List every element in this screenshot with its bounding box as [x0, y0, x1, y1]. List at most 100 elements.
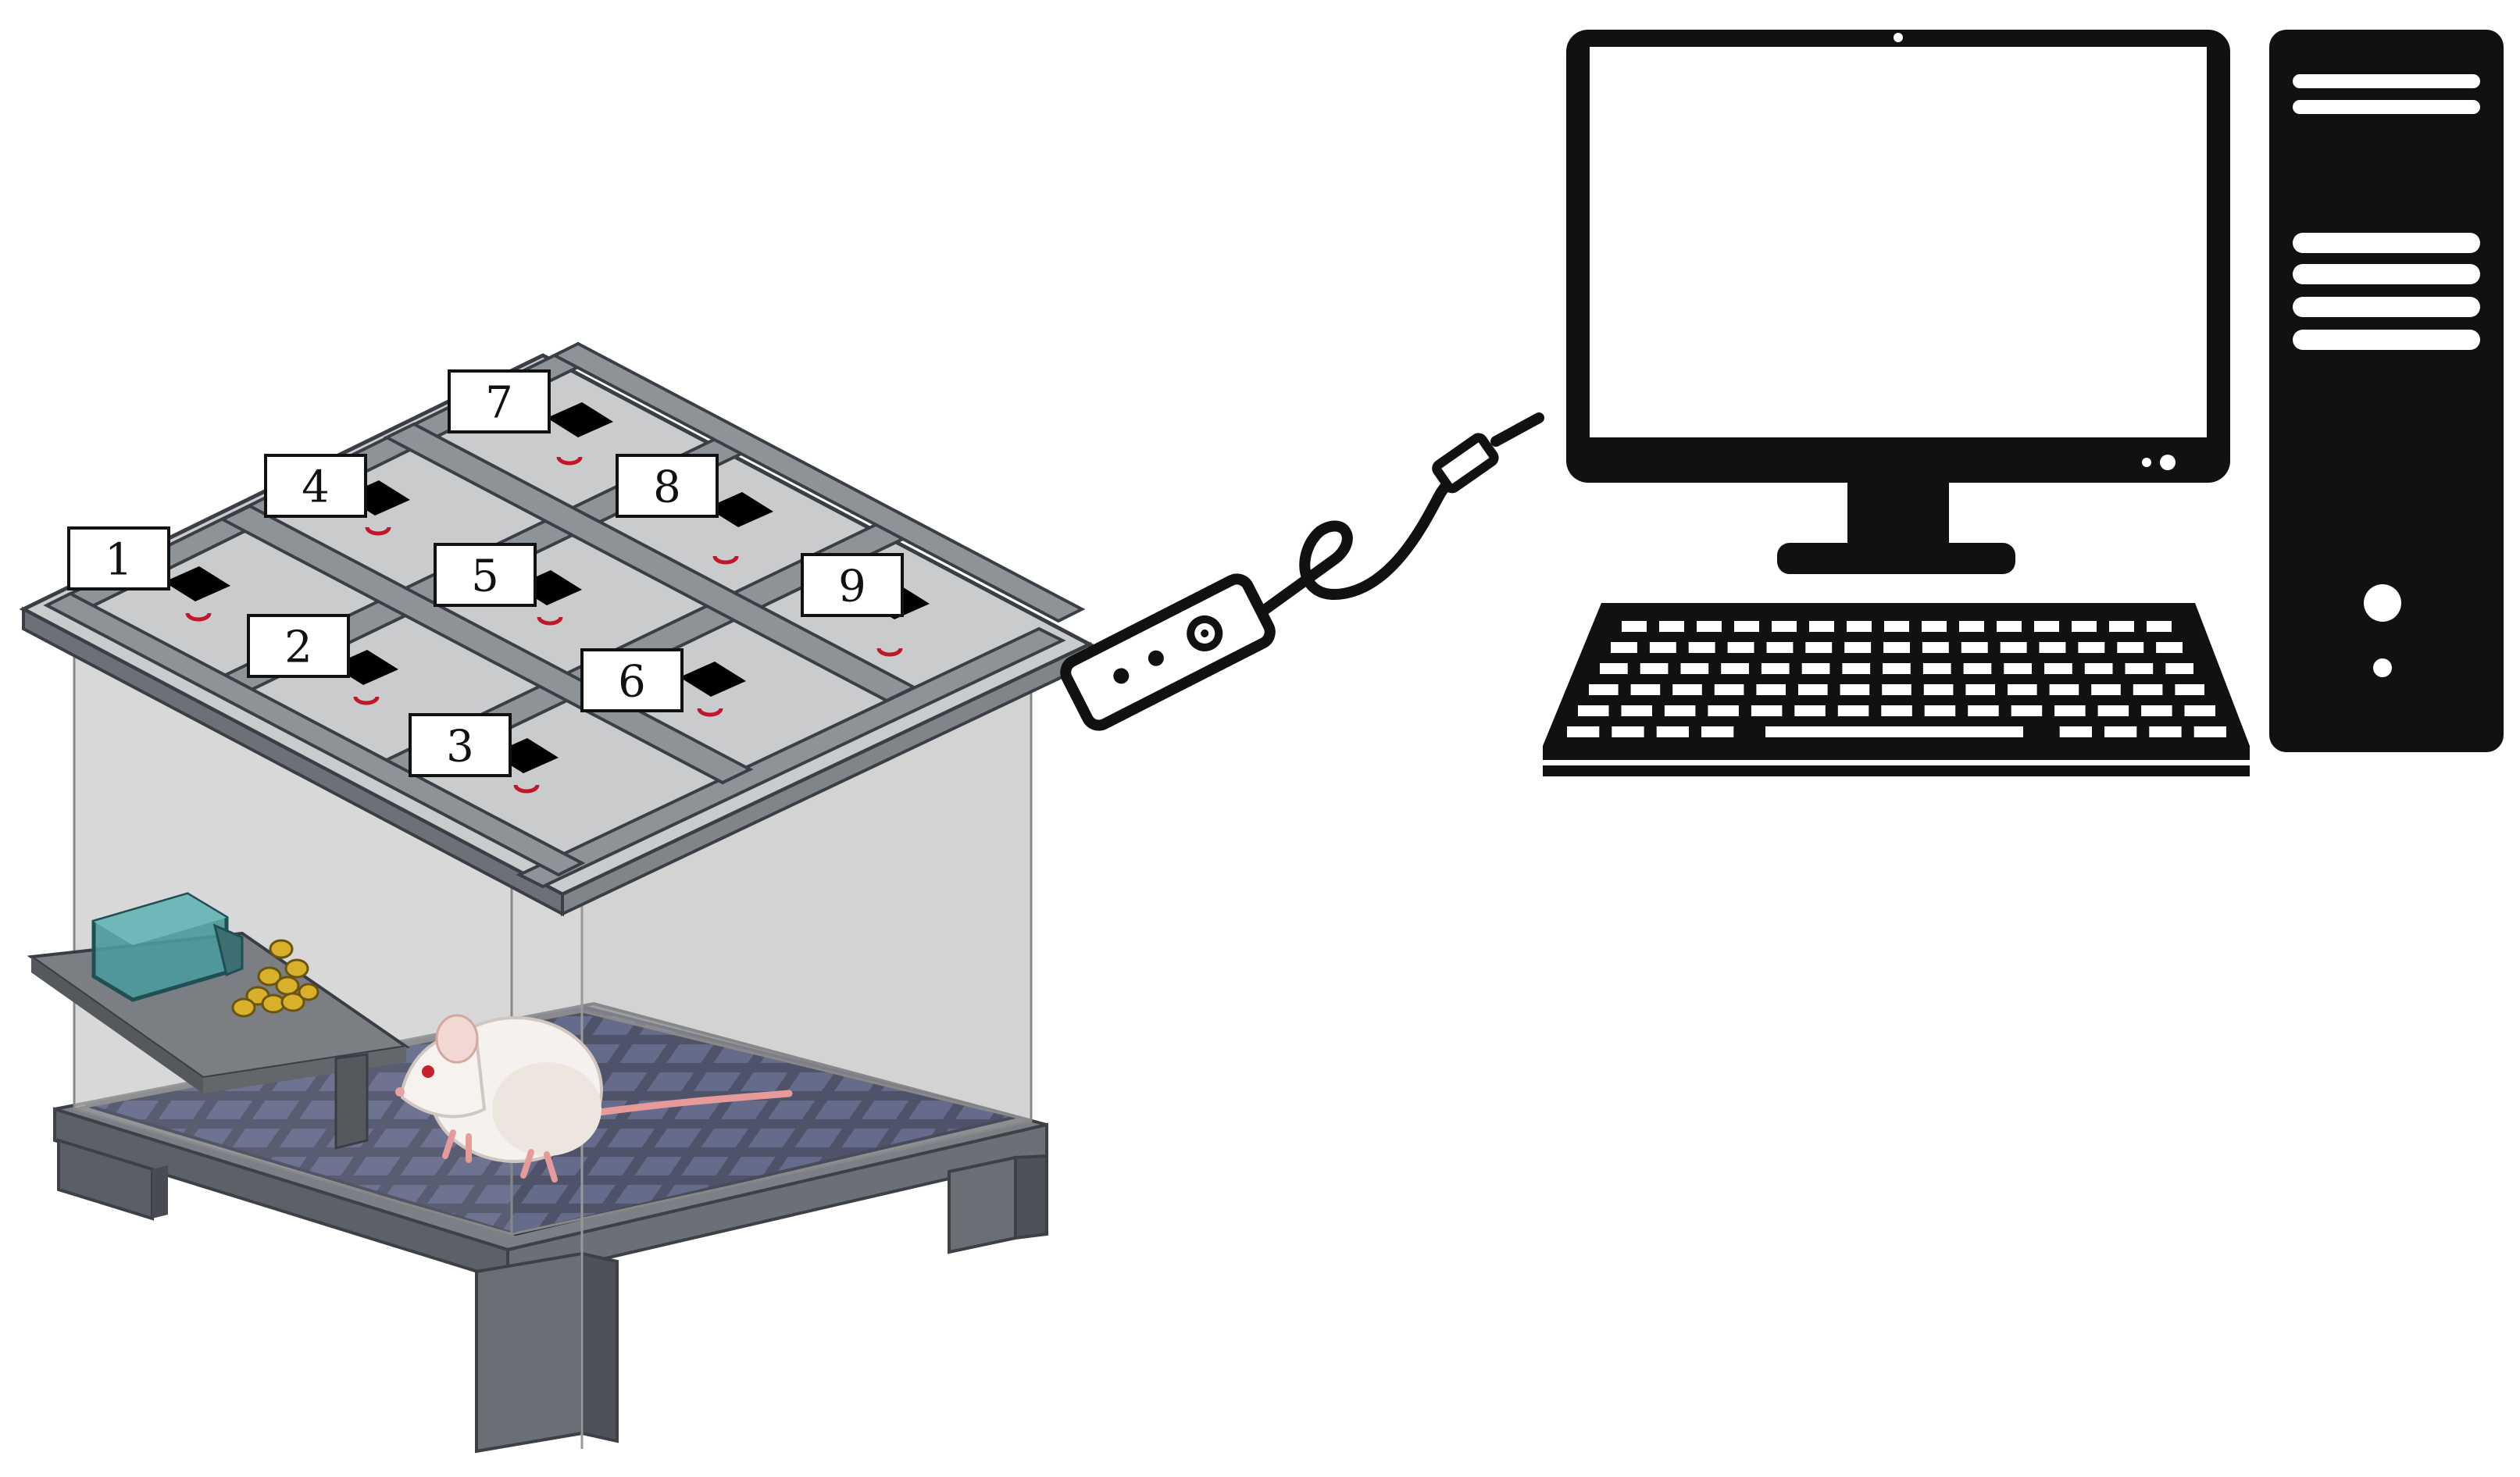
keyboard-key	[2034, 621, 2059, 632]
keyboard-key	[1997, 621, 2022, 632]
keyboard-key	[1649, 642, 1676, 653]
sensor-label-5: 5	[471, 551, 499, 602]
sensor-label-8: 8	[653, 462, 681, 513]
pellet-dispenser	[27, 892, 411, 1150]
keyboard-key	[1714, 684, 1744, 695]
keyboard-key	[2149, 726, 2182, 737]
sensor-label-4: 4	[302, 462, 330, 513]
keyboard-key	[2004, 663, 2032, 674]
keyboard-key	[2117, 642, 2144, 653]
keyboard-key	[1842, 663, 1871, 674]
sensor-7	[547, 402, 613, 437]
behavior-cage: 1 2 3 4 5 6 7 8 9	[19, 341, 1094, 1454]
keyboard-key	[1805, 642, 1833, 653]
keyboard-key	[1611, 642, 1637, 653]
keyboard-key	[1923, 684, 1954, 695]
keyboard-key	[1622, 621, 1647, 632]
keyboard-key	[1656, 726, 1689, 737]
keyboard-key	[2156, 642, 2183, 653]
sensor-label-7: 7	[485, 378, 513, 429]
keyboard-key	[1809, 621, 1834, 632]
keyboard-key	[1734, 621, 1759, 632]
keyboard-key	[1922, 663, 1951, 674]
keyboard-key	[1721, 663, 1749, 674]
keyboard-key	[2039, 642, 2066, 653]
keyboard-key	[1659, 621, 1684, 632]
keyboard-key	[1883, 642, 1910, 653]
keyboard-key	[2054, 705, 2086, 716]
keyboard-key	[1881, 705, 1912, 716]
keyboard-key	[1882, 684, 1911, 695]
rat-icon	[395, 1014, 793, 1183]
keyboard-key	[1640, 663, 1669, 674]
sensor-label-2: 2	[284, 623, 312, 673]
keyboard-key	[2147, 621, 2172, 632]
keyboard-key	[2125, 663, 2154, 674]
keyboard-key	[2000, 642, 2027, 653]
keyboard-key	[1708, 705, 1739, 716]
keyboard-key	[2097, 705, 2129, 716]
keyboard-key	[1766, 642, 1794, 653]
keyboard-key	[1612, 726, 1644, 737]
keyboard-key	[1961, 642, 1988, 653]
keyboard-spacebar	[1765, 726, 2023, 737]
keyboard-key	[2184, 705, 2215, 716]
sensor-label-6: 6	[618, 657, 646, 708]
keyboard-key	[1922, 642, 1949, 653]
keyboard-key	[2011, 705, 2043, 716]
keyboard-key	[1727, 642, 1754, 653]
sensor-label-box-8	[616, 454, 719, 518]
sensor-label-box-5	[434, 543, 537, 607]
keyboard-key	[1884, 621, 1909, 632]
keyboard-key	[1701, 726, 1734, 737]
keyboard-key	[1798, 684, 1828, 695]
keyboard-key	[1589, 684, 1619, 695]
keyboard-key	[2141, 705, 2172, 716]
keyboard-key	[2193, 726, 2226, 737]
keyboard-key	[2008, 684, 2037, 695]
keyboard-key	[1751, 705, 1783, 716]
keyboard-key	[1621, 705, 1652, 716]
sensor-label-3: 3	[446, 722, 474, 772]
keyboard-key	[1672, 684, 1702, 695]
power-button	[2364, 584, 2401, 622]
keyboard-key	[1837, 705, 1869, 716]
keyboard-key	[1965, 684, 1995, 695]
keyboard-key	[1847, 621, 1872, 632]
keyboard-key	[2133, 684, 2163, 695]
keyboard-key	[1567, 726, 1600, 737]
keyboard-key	[2072, 621, 2097, 632]
pc-tower-icon	[2269, 30, 2504, 752]
keyboard-key	[1840, 684, 1870, 695]
keyboard-key	[1794, 705, 1826, 716]
keyboard-key	[2165, 663, 2193, 674]
sensor-6	[680, 662, 746, 697]
food-pellets	[231, 939, 319, 1018]
usb-cable	[1260, 459, 1466, 615]
keyboard-key	[1844, 642, 1872, 653]
keyboard-key	[2091, 684, 2121, 695]
keyboard-key	[2104, 726, 2137, 737]
usb-adapter-icon	[1060, 412, 1544, 731]
keyboard-key	[1959, 621, 1984, 632]
sensor-1	[164, 566, 230, 601]
keyboard-icon	[1543, 603, 2250, 776]
sensor-label-box-2	[247, 614, 350, 678]
computer-monitor-icon	[1566, 30, 2230, 574]
keyboard-key	[1883, 663, 1911, 674]
keyboard-key	[2044, 663, 2072, 674]
sensor-leds	[185, 456, 903, 794]
sensor-label-box-3	[409, 713, 512, 777]
keyboard-key	[1922, 621, 1947, 632]
keyboard-key	[2084, 663, 2113, 674]
sensor-label-box-7	[448, 369, 551, 433]
keyboard-key	[1924, 705, 1956, 716]
keyboard-key	[1761, 663, 1790, 674]
keyboard-key	[1697, 621, 1722, 632]
keyboard-key	[1664, 705, 1696, 716]
keyboard-key	[1680, 663, 1709, 674]
sensor-label-box-9	[801, 553, 904, 617]
sensor-8	[707, 492, 773, 527]
keyboard-key	[1756, 684, 1786, 695]
